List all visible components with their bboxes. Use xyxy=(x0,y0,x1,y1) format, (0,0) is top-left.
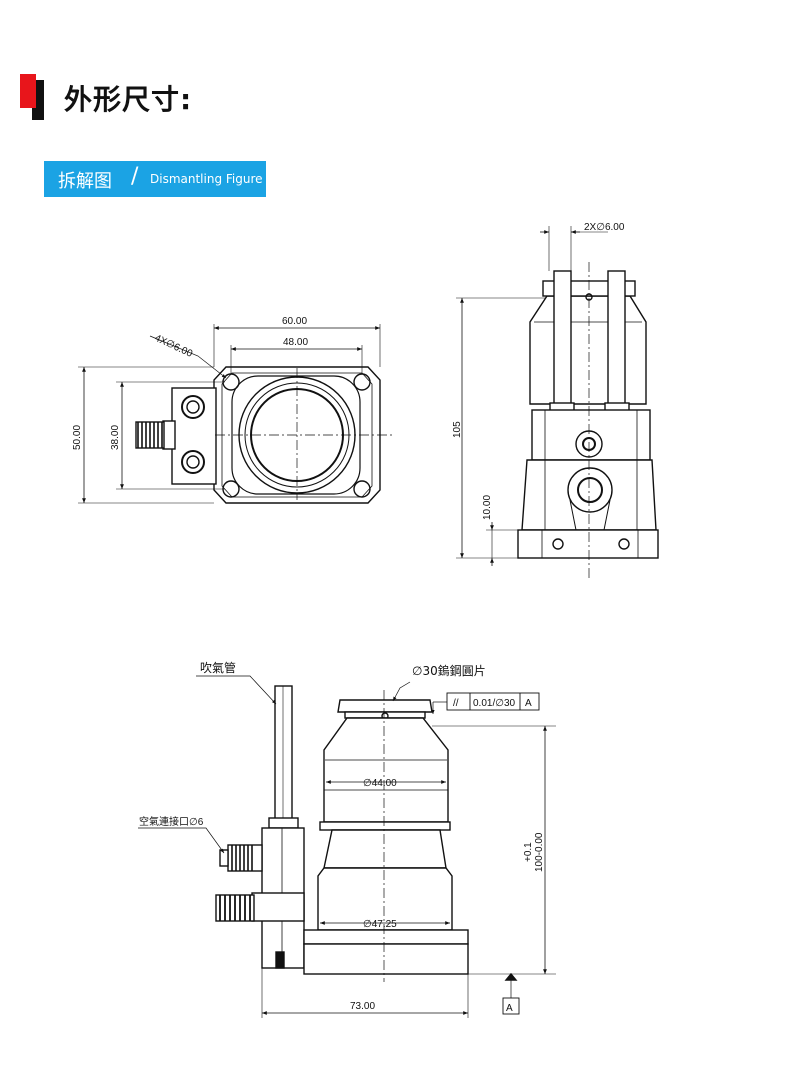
front-view xyxy=(138,675,556,1018)
dim-dia-lower: ∅47.25 xyxy=(363,919,397,930)
dim-height-val: 100-0.00 xyxy=(534,832,545,872)
tolerance-value: 0.01/∅30 xyxy=(473,698,516,709)
label-tungsten-plate: ∅30鎢鋼圓片 xyxy=(412,663,486,678)
label-blow-tube: 吹氣管 xyxy=(200,660,236,675)
dim-width-inner: 48.00 xyxy=(283,337,308,348)
dim-height-inner: 38.00 xyxy=(110,425,121,450)
label-air-port: 空氣連接口∅6 xyxy=(139,815,204,828)
dim-top-holes: 2X∅6.00 xyxy=(584,222,625,233)
dim-hole-spec: 4X∅6.00 xyxy=(153,333,195,360)
figure-tag-cn: 拆解图 xyxy=(58,171,112,192)
section-title: 外形尺寸: xyxy=(64,83,193,116)
datum-ref: A xyxy=(506,1003,513,1014)
dim-dia-upper: ∅44.00 xyxy=(363,778,397,789)
dim-height-tol: +0.1 xyxy=(523,842,534,862)
dim-width: 73.00 xyxy=(350,1001,375,1012)
dim-width-outer: 60.00 xyxy=(282,316,307,327)
section-header: 外形尺寸: xyxy=(20,74,420,120)
header-accent-red xyxy=(20,74,36,108)
side-view xyxy=(456,226,659,578)
figure-tag-slash: / xyxy=(131,164,139,189)
dim-total-height: 105 xyxy=(452,421,463,438)
figure-tag: 拆解图 / Dismantling Figure xyxy=(44,161,266,197)
tolerance-symbol: // xyxy=(453,698,459,709)
dim-base-height: 10.00 xyxy=(482,495,493,520)
top-view xyxy=(78,324,395,504)
dim-height-outer: 50.00 xyxy=(72,425,83,450)
figure-tag-en: Dismantling Figure xyxy=(150,172,263,186)
tolerance-datum: A xyxy=(525,698,532,709)
